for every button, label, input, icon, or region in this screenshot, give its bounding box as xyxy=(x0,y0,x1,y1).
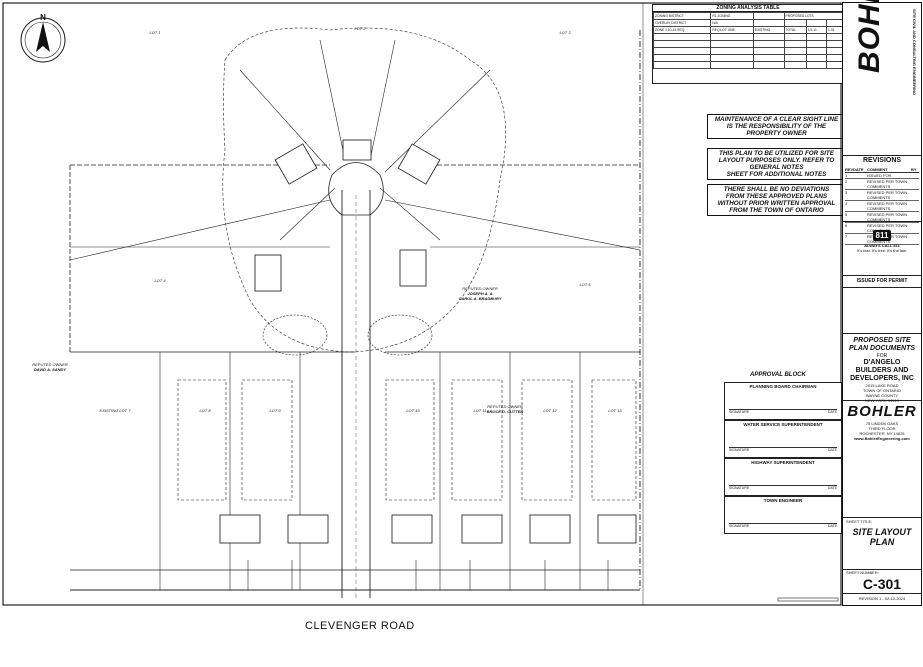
lot-label: LOT 8 xyxy=(199,408,211,413)
lot-label: LOT 11 xyxy=(473,408,487,413)
lot-label: LOT 9 xyxy=(269,408,281,413)
brand-tagline: SITE CIVIL AND CONSULTING ENGINEERING xyxy=(912,9,917,96)
svg-text:·: · xyxy=(354,591,356,597)
revisions-title: REVISIONS xyxy=(862,157,902,164)
approval-block-title: APPROVAL BLOCK xyxy=(750,372,806,378)
revision-footer: REVISION 1 - 02-12-2024 xyxy=(858,596,906,601)
sheet-title-label: SHEET TITLE: xyxy=(846,519,873,524)
road-label: CLEVENGER ROAD xyxy=(305,620,415,632)
lot-label: LOT 12 xyxy=(543,408,557,413)
svg-text:N: N xyxy=(40,13,46,22)
brand-logo-vertical: BOHLER xyxy=(853,0,886,73)
lot-label: EXISTING LOT 7 xyxy=(99,408,131,413)
brand-address: 75 LINDEN OAKS THIRD FLOOR ROCHESTER, NY… xyxy=(854,421,910,441)
lot-label: LOT 10 xyxy=(406,408,420,413)
brand-logo: BOHLER xyxy=(847,403,917,420)
lot-label: LOT 6 xyxy=(579,282,591,287)
lot-label: LOT 13 xyxy=(608,408,622,413)
lot-label: LOT 4 xyxy=(154,278,166,283)
issued-status: ISSUED FOR PERMIT xyxy=(856,278,908,284)
north-arrow-icon: N xyxy=(36,13,50,52)
sheet-number: C-301 xyxy=(862,576,902,592)
call-811-icon: 811 xyxy=(872,230,892,241)
sheet-title: SITE LAYOUT PLAN xyxy=(852,527,912,547)
title-block: BOHLER SITE CIVIL AND CONSULTING ENGINEE… xyxy=(842,0,922,606)
call-811-block: 811 ALWAYS CALL 811 It's fast. It's free… xyxy=(857,230,907,253)
lot-label: LOT 3 xyxy=(559,30,571,35)
sheet-number-label: SHEET NUMBER: xyxy=(846,570,879,575)
lot-label: LOT 2 xyxy=(354,26,366,31)
project-info: PROPOSED SITE PLAN DOCUMENTS FOR D'ANGEL… xyxy=(848,337,916,403)
lot-label: LOT 1 xyxy=(149,30,161,35)
